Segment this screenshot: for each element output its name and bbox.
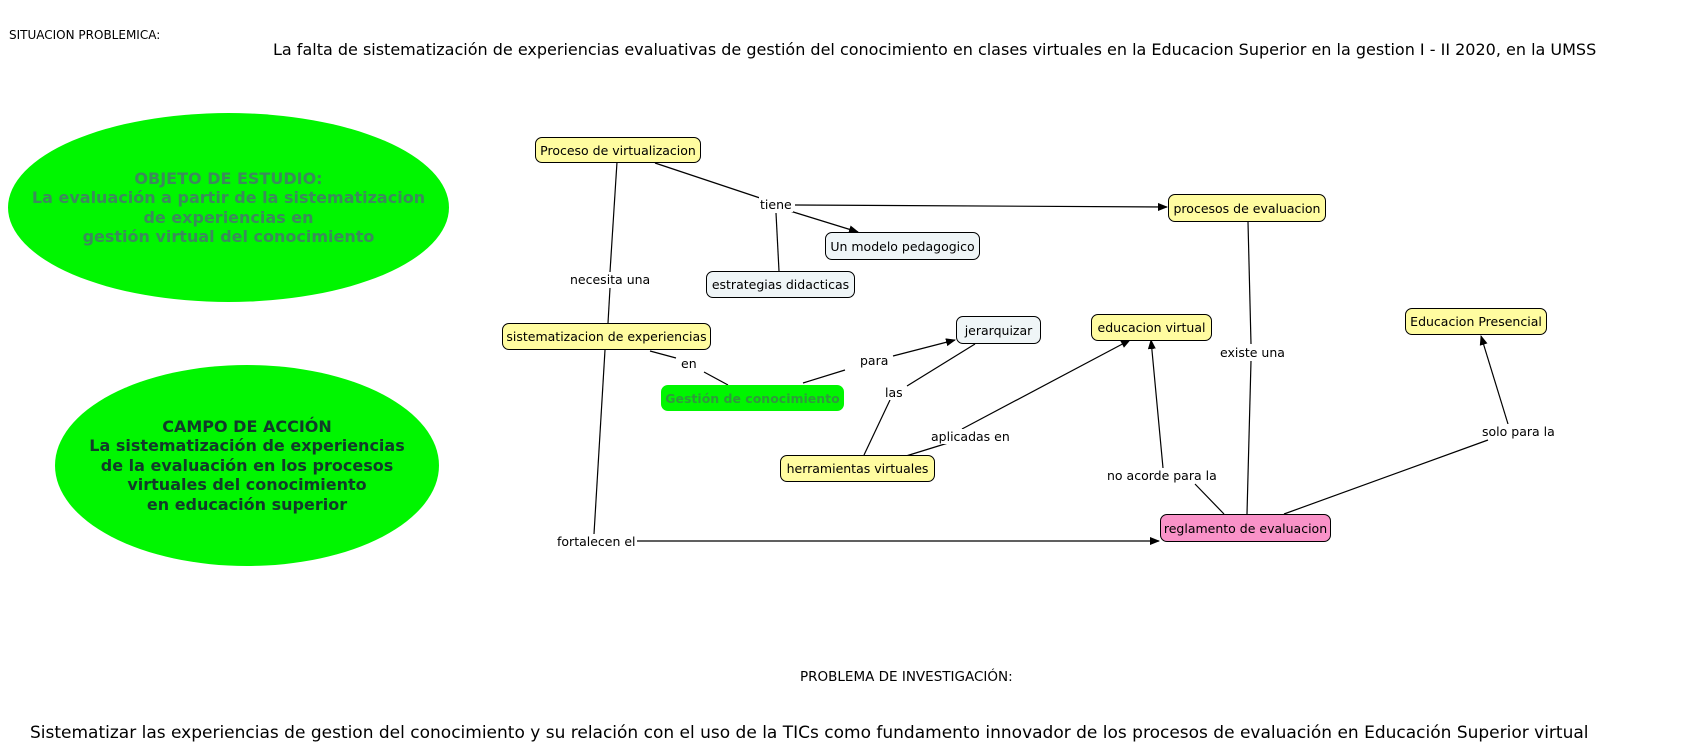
concept-jerarquizar[interactable]: jerarquizar	[956, 316, 1041, 344]
link-no-acorde-para-la: no acorde para la	[1106, 468, 1218, 483]
concept-estrategias-didacticas[interactable]: estrategias didacticas	[706, 271, 855, 298]
campo-line: La sistematización de experiencias	[89, 436, 405, 456]
objeto-line: de experiencias en	[143, 207, 314, 227]
campo-line: de la evaluación en los procesos	[100, 455, 394, 475]
connector-tiene-modelo	[789, 210, 859, 234]
objeto-line: OBJETO DE ESTUDIO:	[134, 168, 323, 188]
link-aplicadas-en: aplicadas en	[930, 429, 1011, 444]
connector-aplicadas-educacion-virtual	[961, 339, 1131, 430]
concept-educacion-virtual[interactable]: educacion virtual	[1091, 314, 1212, 341]
objeto-estudio-ellipse: OBJETO DE ESTUDIO: La evaluación a parti…	[8, 113, 449, 302]
concept-educacion-presencial[interactable]: Educacion Presencial	[1405, 308, 1547, 335]
connector-sistematizacion-en	[649, 350, 677, 359]
connector-para-jerarquizar	[892, 338, 956, 357]
link-necesita-una: necesita una	[569, 272, 652, 287]
campo-line: CAMPO DE ACCIÓN	[162, 416, 332, 436]
concept-modelo-pedagogico[interactable]: Un modelo pedagogico	[825, 232, 980, 260]
link-tiene: tiene	[759, 197, 793, 212]
link-las: las	[884, 385, 904, 400]
link-en: en	[680, 356, 698, 371]
link-existe-una: existe una	[1219, 345, 1286, 360]
connector-reglamento-solo	[1283, 439, 1489, 515]
situacion-label: SITUACION PROBLEMICA:	[9, 28, 161, 42]
connector-procesos-existe	[1247, 221, 1252, 345]
campo-line: en educación superior	[146, 494, 348, 514]
connector-proceso-tiene	[654, 162, 761, 199]
connector-necesita-sistematizacion	[607, 287, 611, 324]
campo-line: virtuales del conocimiento	[127, 475, 367, 495]
concept-herramientas-virtuales[interactable]: herramientas virtuales	[780, 455, 935, 482]
link-para: para	[859, 353, 890, 368]
objeto-line: gestión virtual del conocimiento	[82, 227, 375, 246]
connector-tiene-procesos-evaluacion	[794, 202, 1168, 211]
campo-accion-ellipse: CAMPO DE ACCIÓN La sistematización de ex…	[55, 365, 439, 566]
link-solo-para-la: solo para la	[1481, 424, 1556, 439]
connector-existe-reglamento	[1246, 360, 1252, 515]
objeto-line: La evaluación a partir de la sistematiza…	[31, 188, 426, 207]
connector-jerarquizar-las	[906, 343, 976, 387]
connector-herramientas-aplicadas	[905, 442, 949, 457]
connector-solo-presencial	[1479, 335, 1509, 425]
concept-procesos-evaluacion[interactable]: procesos de evaluacion	[1168, 194, 1326, 222]
link-fortalecen-el: fortalecen el	[556, 534, 637, 549]
concept-gestion-conocimiento[interactable]: Gestión de conocimiento	[661, 385, 844, 411]
connector-sistematizacion-fortalecen	[593, 349, 606, 535]
problema-statement: Sistematizar las experiencias de gestion…	[30, 723, 1589, 743]
connector-en-gestion	[703, 371, 729, 386]
concept-reglamento-evaluacion[interactable]: reglamento de evaluacion	[1160, 514, 1331, 542]
problema-label: PROBLEMA DE INVESTIGACIÓN:	[800, 669, 1013, 685]
connector-tiene-estrategias	[775, 212, 780, 272]
concept-sistematizacion-experiencias[interactable]: sistematizacion de experiencias	[502, 323, 711, 350]
connector-reglamento-no-acorde	[1194, 483, 1225, 515]
situacion-statement: La falta de sistematización de experienc…	[273, 40, 1597, 59]
connector-no-acorde-educacion-virtual	[1147, 339, 1164, 469]
connector-proceso-necesita	[609, 161, 618, 273]
connector-las-herramientas	[863, 399, 891, 456]
connector-gestion-para	[802, 369, 846, 384]
concept-proceso-virtualizacion[interactable]: Proceso de virtualizacion	[535, 137, 701, 163]
